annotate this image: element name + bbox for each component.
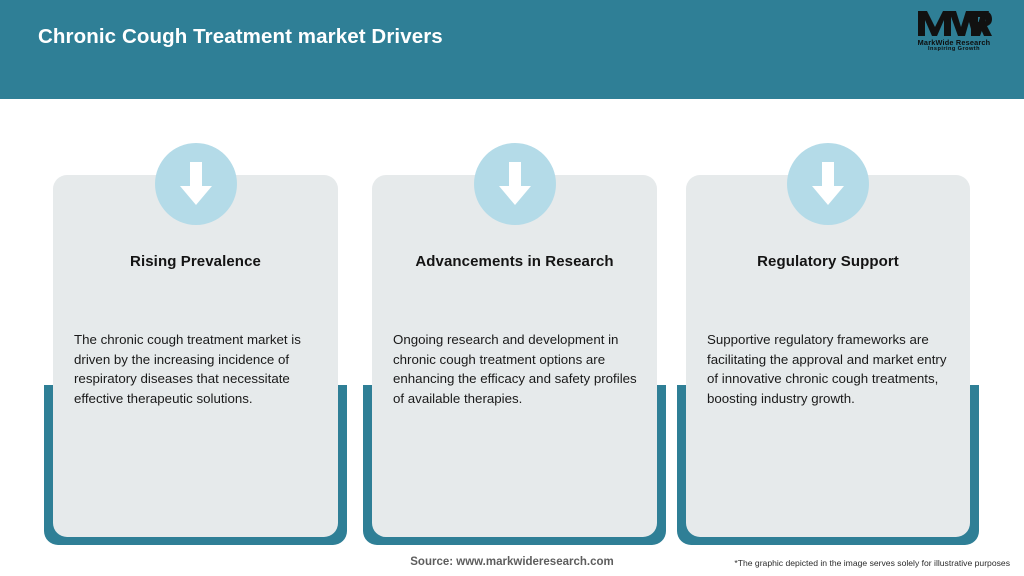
down-arrow-icon: [473, 143, 556, 225]
header-bar: Chronic Cough Treatment market Drivers M…: [0, 0, 1024, 99]
driver-card-1[interactable]: Rising Prevalence The chronic cough trea…: [44, 143, 347, 545]
down-arrow-icon: [154, 143, 237, 225]
card-title: Regulatory Support: [757, 253, 899, 270]
page-title: Chronic Cough Treatment market Drivers: [38, 25, 443, 48]
card-body: Regulatory Support Supportive regulatory…: [686, 143, 970, 537]
card-title: Rising Prevalence: [130, 253, 261, 270]
card-description: Ongoing research and development in chro…: [393, 332, 637, 407]
brand-logo: MarkWide Research Inspiring Growth: [902, 8, 1006, 58]
source-label: Source: www.markwideresearch.com: [410, 556, 614, 568]
card-description: Supportive regulatory frameworks are fac…: [707, 332, 947, 407]
driver-card-2[interactable]: Advancements in Research Ongoing researc…: [363, 143, 666, 545]
card-body: Rising Prevalence The chronic cough trea…: [53, 143, 338, 537]
down-arrow-icon: [787, 143, 869, 225]
card-body: Advancements in Research Ongoing researc…: [372, 143, 657, 537]
card-description: The chronic cough treatment market is dr…: [74, 332, 301, 407]
driver-card-3[interactable]: Regulatory Support Supportive regulatory…: [677, 143, 979, 545]
disclaimer-label: *The graphic depicted in the image serve…: [734, 558, 1010, 568]
brand-name: MarkWide Research: [917, 38, 991, 47]
brand-tagline: Inspiring Growth: [928, 46, 980, 53]
mwr-logo-icon: [918, 11, 992, 36]
card-title: Advancements in Research: [415, 253, 614, 270]
